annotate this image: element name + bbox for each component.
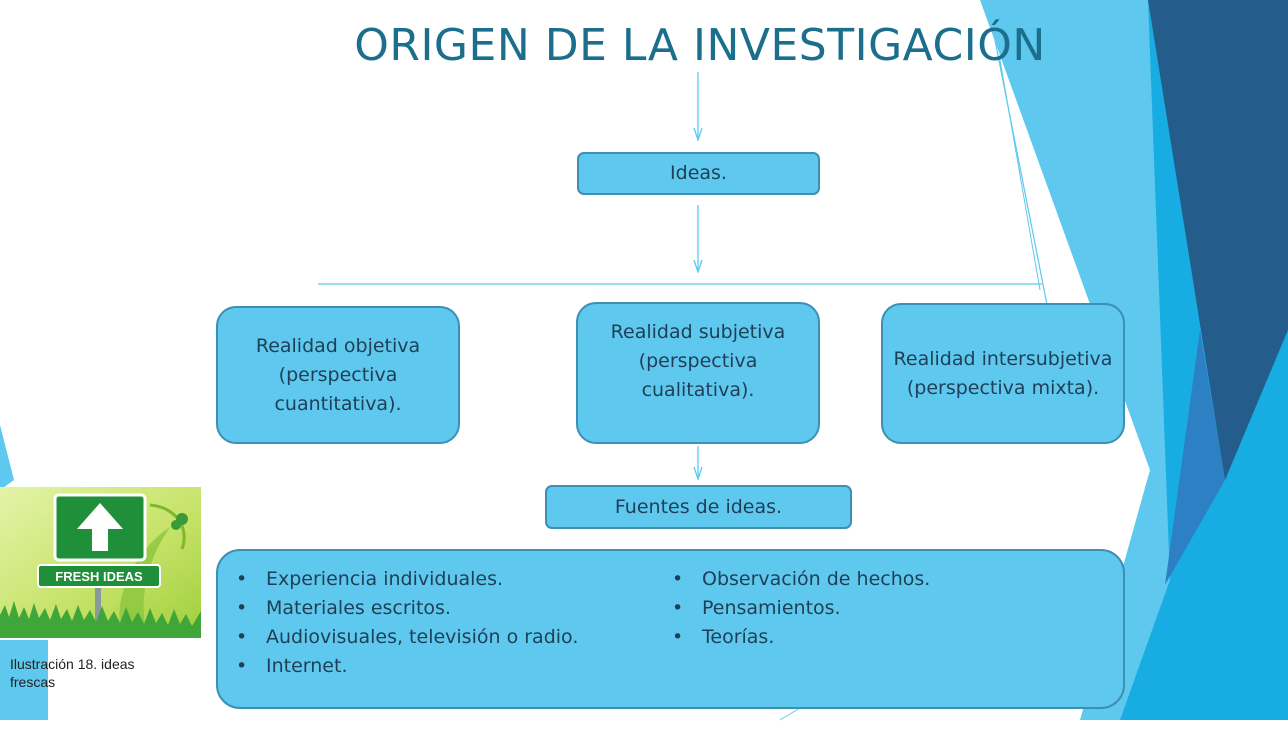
intersubjective-reality-label: Realidad intersubjetiva (perspectiva mix… — [893, 347, 1113, 399]
thin-line-3 — [779, 707, 801, 721]
left-edge-sliver — [0, 425, 14, 490]
sources-header-label: Fuentes de ideas. — [614, 495, 783, 518]
subjective-reality-label: Realidad subjetiva (perspectiva cualitat… — [610, 321, 786, 401]
sources-list-right: Observación de hechos. Pensamientos. Teo… — [668, 565, 930, 652]
fresh-ideas-illustration: FRESH IDEAS — [0, 487, 201, 638]
list-item: Audiovisuales, televisión o radio. — [232, 623, 578, 652]
up-arrow-icon — [77, 503, 123, 551]
list-item: Observación de hechos. — [668, 565, 930, 594]
sources-list-left: Experiencia individuales. Materiales esc… — [232, 565, 578, 681]
ideas-node: Ideas. — [577, 152, 820, 195]
list-item: Pensamientos. — [668, 594, 930, 623]
list-item: Experiencia individuales. — [232, 565, 578, 594]
objective-reality-node: Realidad objetiva (perspectiva cuantitat… — [216, 306, 460, 444]
list-item: Teorías. — [668, 623, 930, 652]
ideas-node-label: Ideas. — [670, 162, 727, 184]
thin-line-2 — [999, 59, 1041, 291]
objective-reality-label: Realidad objetiva (perspectiva cuantitat… — [255, 334, 421, 415]
dark-blue-triangle — [1148, 0, 1288, 480]
grass — [0, 601, 201, 638]
thin-line-1 — [992, 29, 1051, 321]
list-item: Materiales escritos. — [232, 594, 578, 623]
illustration-caption: Ilustración 18. ideas frescas — [10, 656, 135, 690]
fresh-ideas-sign-text: FRESH IDEAS — [55, 569, 143, 584]
sources-header-node: Fuentes de ideas. — [545, 485, 852, 529]
slide-title: ORIGEN DE LA INVESTIGACIÓN — [354, 20, 1046, 71]
mid-blue-triangle — [1165, 330, 1225, 585]
sources-list-box: Experiencia individuales. Materiales esc… — [216, 549, 1125, 709]
subjective-reality-node: Realidad subjetiva (perspectiva cualitat… — [576, 302, 820, 444]
left-bottom-shape — [0, 640, 48, 720]
fresh-ideas-sign-panel — [37, 564, 161, 588]
leaf-dot-2 — [171, 520, 181, 530]
intersubjective-reality-node: Realidad intersubjetiva (perspectiva mix… — [881, 303, 1125, 444]
sign-post — [95, 582, 101, 638]
list-item: Internet. — [232, 652, 578, 681]
